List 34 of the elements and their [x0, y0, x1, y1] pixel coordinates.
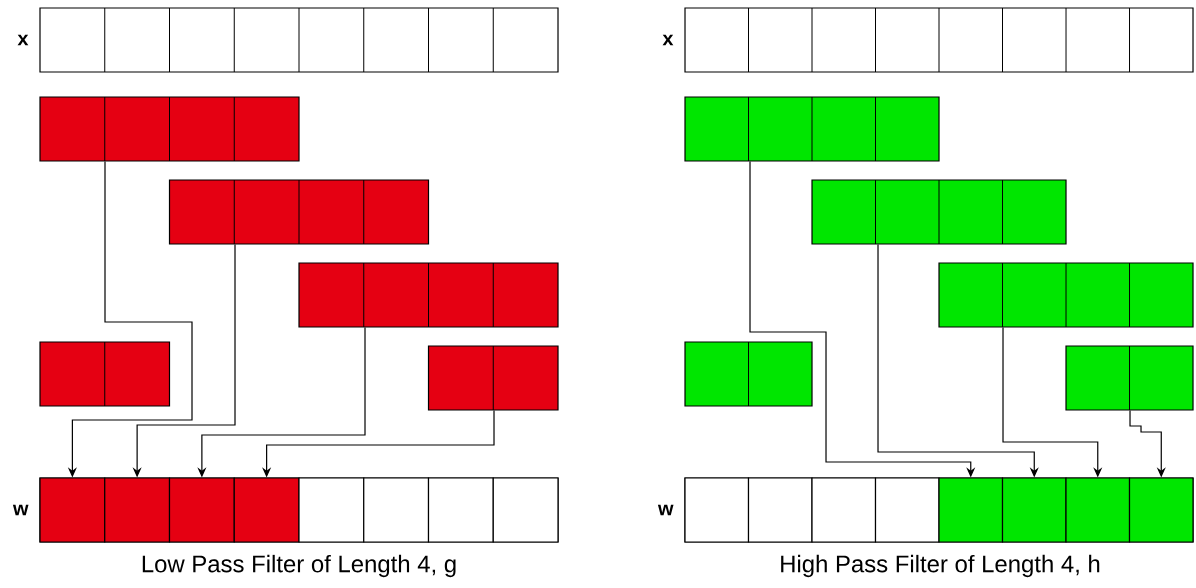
- output-cell: [233, 477, 300, 543]
- filter-block: [39, 96, 300, 162]
- node-label: w: [12, 504, 29, 516]
- output-cell: [104, 477, 171, 543]
- filter-block: [298, 262, 559, 328]
- signal-row: x: [662, 7, 1194, 73]
- output-cell: [1001, 477, 1067, 543]
- output-cell: [298, 477, 365, 543]
- output-cell: [1128, 477, 1194, 543]
- node-label: x: [17, 34, 29, 46]
- output-cell: [1065, 477, 1131, 543]
- filter-block: [811, 179, 1067, 245]
- filter-block: [938, 262, 1194, 328]
- output-cell: [874, 477, 940, 543]
- output-cell: [811, 477, 877, 543]
- caption: High Pass Filter of Length 4, h: [781, 554, 1100, 578]
- filter-block: [1065, 345, 1194, 411]
- output-cell: [684, 477, 750, 543]
- output-cell: [39, 477, 106, 543]
- filter-block: [684, 96, 940, 162]
- caption: Low Pass Filter of Length 4, g: [142, 554, 456, 578]
- signal-row: x: [17, 7, 559, 73]
- output-cell: [492, 477, 559, 543]
- filter-block: [168, 179, 430, 245]
- node-label: w: [657, 504, 674, 516]
- filter-block: [39, 341, 171, 407]
- output-cell: [427, 477, 494, 543]
- filter-block: [427, 345, 559, 411]
- output-cell: [938, 477, 1004, 543]
- filter-block: [684, 341, 813, 407]
- output-cell: [747, 477, 813, 543]
- output-cell: [363, 477, 430, 543]
- output-cell: [168, 477, 235, 543]
- node-label: x: [662, 34, 674, 46]
